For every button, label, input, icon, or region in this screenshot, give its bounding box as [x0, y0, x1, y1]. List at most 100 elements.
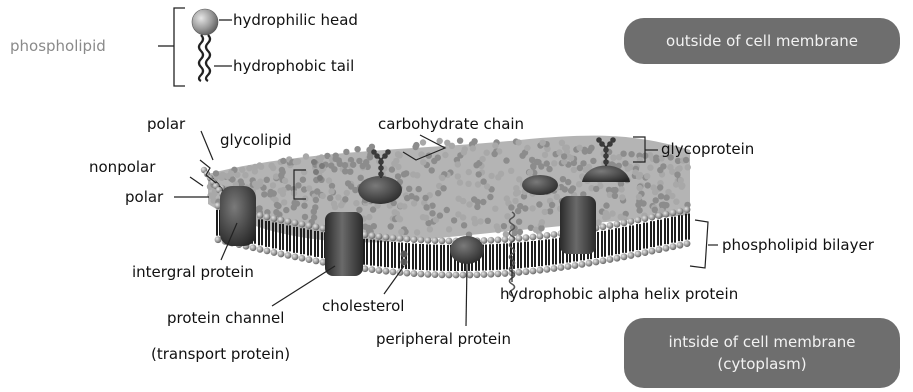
surface-head	[504, 195, 510, 201]
surface-head	[533, 227, 539, 233]
lipid-head	[425, 271, 432, 278]
surface-head	[435, 190, 441, 196]
surface-head	[335, 194, 341, 200]
surface-head	[442, 152, 448, 158]
surface-head	[653, 197, 659, 203]
lipid-head	[376, 233, 383, 240]
lipid-head	[530, 268, 537, 275]
surface-head	[665, 189, 671, 195]
lipid-head	[663, 211, 670, 218]
lipid-head	[390, 235, 397, 242]
surface-head	[487, 194, 493, 200]
lipid-head	[285, 252, 292, 259]
surface-head	[539, 219, 545, 225]
lipid-head	[306, 256, 313, 263]
surface-head	[475, 181, 481, 187]
lipid-head	[404, 270, 411, 277]
lipid-head	[635, 217, 642, 224]
lipid-head	[292, 219, 299, 226]
lipid-head	[278, 251, 285, 258]
surface-head	[401, 203, 407, 209]
integral-protein-right	[560, 196, 596, 254]
surface-head	[498, 171, 504, 177]
surface-head	[480, 199, 486, 205]
lipid-head	[271, 215, 278, 222]
surface-head	[213, 170, 219, 176]
surface-head	[437, 212, 443, 218]
glycolipid-sugar	[313, 169, 319, 175]
surface-head	[395, 215, 401, 221]
lipid-head	[383, 268, 390, 275]
lipid-head	[523, 268, 530, 275]
surface-head	[444, 140, 450, 146]
surface-head	[429, 210, 435, 216]
surface-head	[302, 214, 308, 220]
surface-head	[559, 140, 565, 146]
lipid-head	[670, 209, 677, 216]
surface-head	[440, 185, 446, 191]
surface-head	[431, 158, 437, 164]
surface-head	[455, 161, 461, 167]
lipid-head	[502, 270, 509, 277]
surface-head	[618, 214, 624, 220]
lipid-head	[446, 238, 453, 245]
lipid-head	[453, 272, 460, 279]
surface-head	[473, 162, 479, 168]
surface-head	[406, 186, 412, 192]
surface-head	[369, 144, 375, 150]
lipid-head	[502, 236, 509, 243]
lipid-head	[313, 258, 320, 265]
surface-head	[246, 165, 252, 171]
lipid-head	[656, 212, 663, 219]
surface-head	[491, 151, 497, 157]
lipid-head	[516, 235, 523, 242]
lipid-head	[264, 248, 271, 255]
surface-head	[564, 145, 570, 151]
surface-head	[618, 186, 624, 192]
cholesterol-label: cholesterol	[322, 297, 404, 315]
sugar-unit	[599, 141, 605, 147]
sugar-unit	[378, 171, 384, 177]
lipid-head	[579, 261, 586, 268]
surface-head	[331, 166, 337, 172]
surface-head	[653, 157, 659, 163]
lipid-head	[621, 219, 628, 226]
surface-head	[645, 182, 651, 188]
surface-head	[410, 171, 416, 177]
surface-head	[457, 138, 463, 144]
surface-head	[588, 145, 594, 151]
surface-head	[513, 190, 519, 196]
surface-head	[636, 207, 642, 213]
lipid-head	[446, 272, 453, 279]
surface-head	[466, 201, 472, 207]
glycoprotein-body	[358, 176, 402, 204]
surface-head	[586, 164, 592, 170]
polar-top-label: polar	[147, 115, 185, 133]
surface-head	[422, 195, 428, 201]
sugar-unit	[607, 141, 613, 147]
surface-head	[593, 186, 599, 192]
surface-head	[395, 173, 401, 179]
surface-head	[416, 186, 422, 192]
polar-bottom-label: polar	[125, 188, 163, 206]
surface-head	[414, 229, 420, 235]
phospholipid-bilayer-label: phospholipid bilayer	[722, 236, 874, 254]
surface-head	[388, 223, 394, 229]
surface-head	[420, 159, 426, 165]
surface-head	[652, 207, 658, 213]
surface-head	[412, 144, 418, 150]
surface-head	[210, 193, 216, 199]
surface-head	[685, 164, 691, 170]
lipid-head	[607, 222, 614, 229]
surface-head	[647, 165, 653, 171]
surface-head	[471, 138, 477, 144]
surface-head	[363, 159, 369, 165]
lipid-head	[614, 221, 621, 228]
lipid-head	[642, 249, 649, 256]
sugar-unit	[603, 159, 609, 165]
legend-phospholipid-icon	[158, 8, 232, 86]
surface-head	[620, 151, 626, 157]
surface-head	[508, 204, 514, 210]
surface-head	[420, 139, 426, 145]
